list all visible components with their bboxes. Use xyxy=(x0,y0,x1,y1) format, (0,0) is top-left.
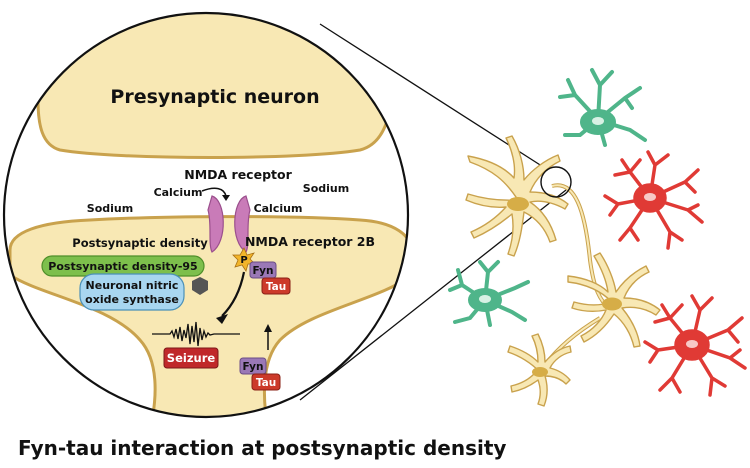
phospho-label: P xyxy=(240,255,247,266)
magnification-circle xyxy=(2,11,410,419)
presynaptic-label: Presynaptic neuron xyxy=(110,86,319,108)
green-astrocyte-bottom xyxy=(448,260,530,327)
calcium-label-right: Calcium xyxy=(254,202,303,215)
nnos-label-line1: Neuronal nitric xyxy=(86,279,179,292)
zoom-marker xyxy=(540,166,572,198)
nmda-receptor-label: NMDA receptor xyxy=(184,167,292,182)
seizure-box: Seizure xyxy=(163,347,219,369)
tau-top-label: Tau xyxy=(266,281,286,293)
neuron-right xyxy=(567,252,661,348)
nnos-pill: Neuronal nitric oxide synthase xyxy=(79,273,185,311)
psd95-label: Postsynaptic density-95 xyxy=(48,260,197,273)
fyn-bottom-label: Fyn xyxy=(243,361,264,373)
neuron-left xyxy=(465,135,569,257)
sodium-label-right: Sodium xyxy=(303,182,349,195)
phospho-star: P xyxy=(232,247,256,272)
figure-caption: Fyn-tau interaction at postsynaptic dens… xyxy=(18,436,507,460)
nnos-label-line2: oxide synthase xyxy=(85,293,179,306)
calcium-label-left: Calcium xyxy=(154,186,203,199)
fyn-tau-bottom: Fyn Tau xyxy=(239,357,281,391)
seizure-waveform xyxy=(152,321,240,347)
nmda-receptor-channel xyxy=(207,195,251,253)
psd95-pill: Postsynaptic density-95 xyxy=(41,255,205,277)
calcium-arrow xyxy=(201,187,227,197)
fyn-top-label: Fyn xyxy=(253,265,274,277)
red-astrocyte-bottom xyxy=(643,294,747,397)
signal-arrow xyxy=(221,271,246,317)
nmda-receptor-2b-label: NMDA receptor 2B xyxy=(245,234,375,249)
red-astrocyte-top xyxy=(603,150,704,250)
sodium-label-left: Sodium xyxy=(87,202,133,215)
neuron-bottom xyxy=(507,333,572,407)
fyn-tau-top: Fyn Tau xyxy=(249,261,291,295)
green-astrocyte-top xyxy=(558,68,647,147)
tau-bottom-label: Tau xyxy=(256,377,276,389)
presynaptic-terminal xyxy=(36,13,395,159)
postsynaptic-density-label: Postsynaptic density xyxy=(72,236,208,250)
no-hexagon xyxy=(192,277,208,295)
seizure-label: Seizure xyxy=(167,351,216,365)
